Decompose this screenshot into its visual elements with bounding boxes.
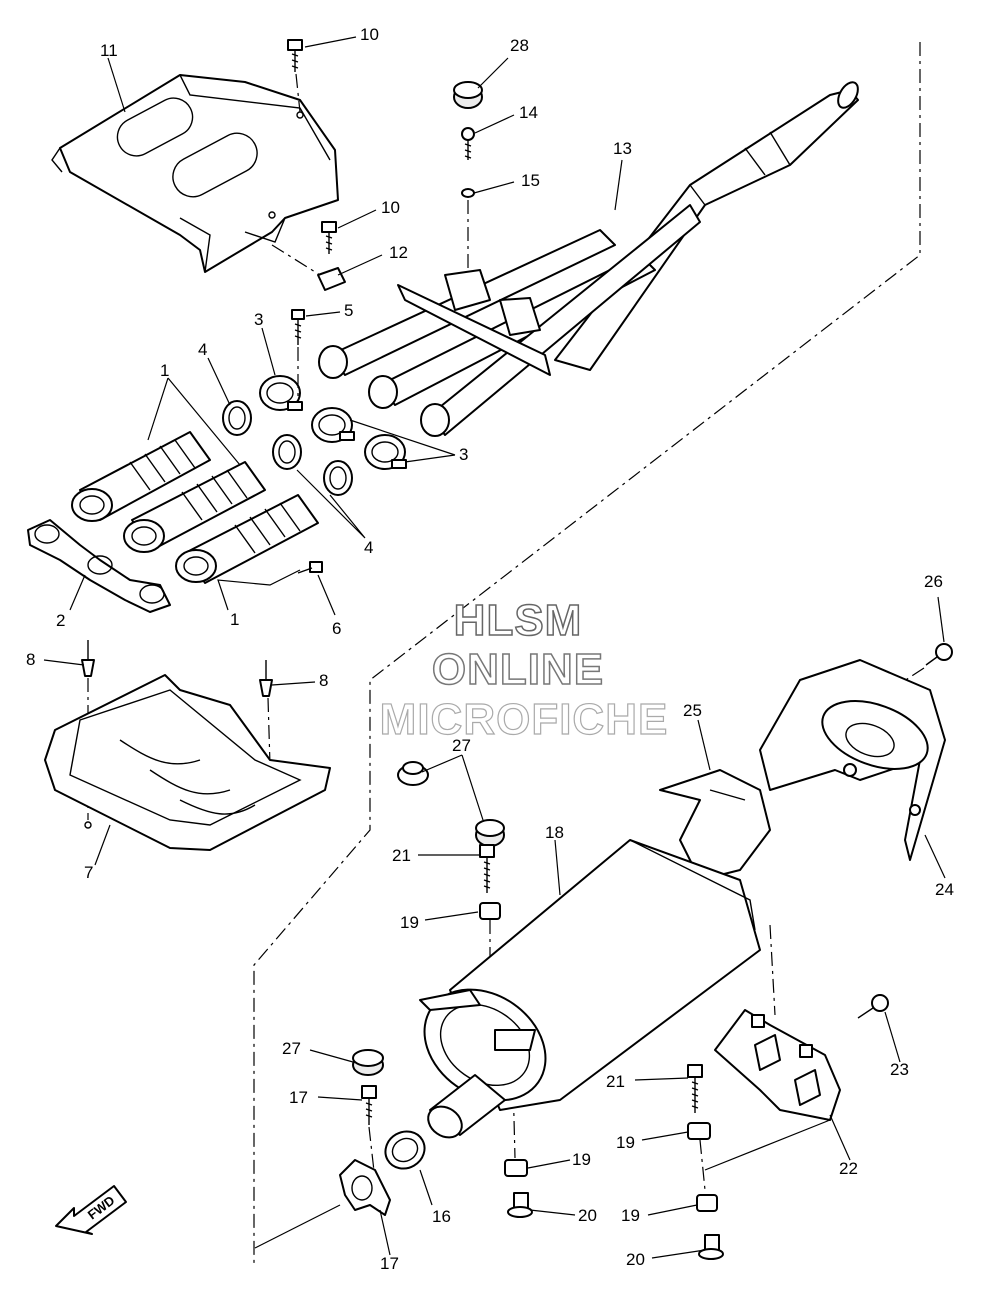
watermark-line-3: MICROFICHE [379,694,669,744]
callout-7: 7 [84,863,93,882]
callout-1-upper: 1 [160,361,169,380]
callout-13: 14 [519,103,538,122]
part-11-nut-clip [271,244,346,291]
part-12-exhaust-pipe [318,81,859,437]
part-22-bracket [714,924,841,1121]
part-1-flex-joint-b [123,461,266,553]
callout-21-lower: 21 [606,1072,625,1091]
part-18-muffler [419,839,761,1139]
callout-12: 13 [613,139,632,158]
part-10-bolt-lower [321,221,337,254]
callout-23: 23 [890,1060,909,1079]
part-4-gasket-a [222,400,252,436]
part-20-collar-b [698,1234,724,1260]
callout-5: 5 [344,301,353,320]
callout-4-upper: 4 [198,340,207,359]
part-16-clamp [339,1159,391,1216]
callout-18: 18 [545,823,564,842]
part-1-flex-joint-c [175,494,319,584]
part-14-washer [461,188,475,275]
callout-10-upper: 10 [360,25,379,44]
callout-3-upper: 3 [254,310,263,329]
callout-27-upper: 27 [452,736,471,755]
assembly-boundary-line [253,42,921,1265]
part-3-clamp-a [259,375,303,411]
part-7-lower-shield [44,674,331,851]
callout-20-bottom: 20 [626,1250,645,1269]
callout-21-upper: 21 [392,846,411,865]
callout-14: 15 [521,171,540,190]
fwd-arrow-icon: FWD [55,1185,127,1235]
part-8-rivet-right [259,660,273,766]
callout-28: 28 [510,36,529,55]
part-27-cap [475,819,505,847]
callout-22: 22 [839,1159,858,1178]
callout-8-left: 8 [26,650,35,669]
callout-25: 25 [683,701,702,720]
callout-2: 2 [56,611,65,630]
watermark-line-1: HLSM [453,595,583,646]
part-10-bolt-upper [287,39,303,113]
part-23-bolt [857,994,889,1019]
callout-19-bottom: 19 [621,1206,640,1225]
part-3-clamp-c [364,434,407,470]
callout-8-right: 8 [319,671,328,690]
part-27-grommet [397,761,429,786]
part-3-clamp-b [311,407,355,443]
part-15-gasket [384,1130,426,1170]
part-1-flex-joint-a [71,431,211,522]
part-6-bolt [297,561,323,574]
part-13-bolt [461,127,475,160]
callout-20-mid: 20 [578,1206,597,1225]
watermark-line-2: ONLINE [431,644,605,695]
part-9-upper-heat-shield [51,74,339,273]
leader-lines [43,36,946,1259]
callout-19-right: 19 [616,1133,635,1152]
part-20-collar-a [507,1192,533,1218]
callout-26: 26 [924,572,943,591]
callout-27-lower: 27 [282,1039,301,1058]
part-17-bolt [361,1085,377,1181]
callout-1-lower: 1 [230,610,239,629]
callout-9: 11 [100,41,118,60]
callout-10-lower: 10 [381,198,400,217]
part-28-cap [453,81,483,109]
part-4-gasket-c [323,460,353,496]
part-2-exhaust-gasket [27,519,171,613]
part-4-gasket-b [272,434,302,470]
part-19-grommet-c [687,1122,711,1191]
callout-15: 16 [432,1207,451,1226]
callout-17: 17 [289,1088,308,1107]
part-21-bolt-upper [479,844,495,893]
callout-19-mid: 19 [572,1150,591,1169]
part-24-end-cap [759,659,946,861]
callout-6: 6 [332,619,341,638]
part-5-bolt [291,309,305,400]
callout-labels: 11 10 10 12 28 14 15 13 5 3 4 1 3 4 2 1 … [26,25,954,1273]
callout-19-upper: 19 [400,913,419,932]
callout-11: 12 [389,243,408,262]
callout-4-lower: 4 [364,538,373,557]
callout-24: 24 [935,880,954,899]
part-21-bolt-lower [687,1064,703,1113]
part-27-cap-lower [352,1049,384,1076]
callout-16: 17 [380,1254,399,1273]
part-19-grommet-d [696,1194,718,1212]
callout-3-right: 3 [459,445,468,464]
